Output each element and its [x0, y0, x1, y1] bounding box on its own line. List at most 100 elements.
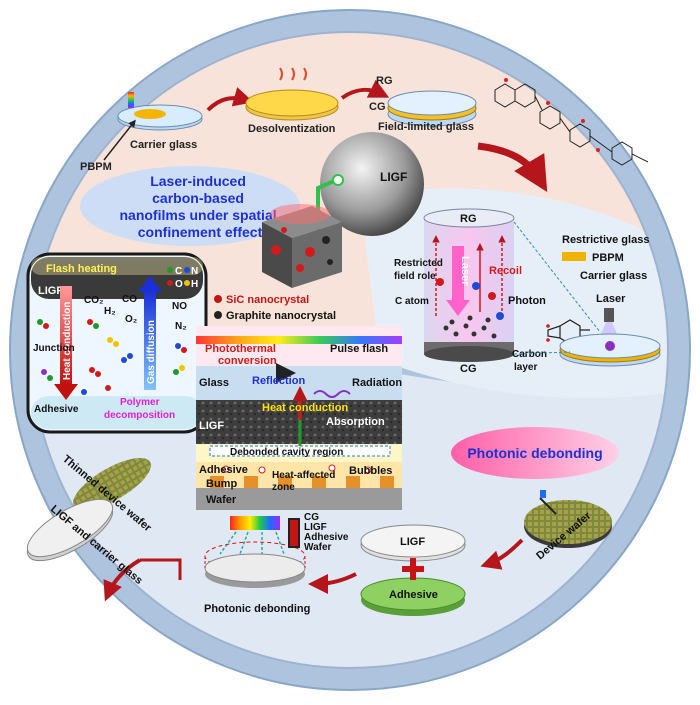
flash-heating-glow — [31, 257, 203, 275]
inset-heat-conduction: Heat conduction — [62, 302, 73, 380]
field-limited-disk — [387, 90, 477, 127]
inset-junction: Junction — [33, 343, 75, 354]
inset-h: H — [191, 279, 198, 290]
heat-affected-line-1: Heat-affected — [272, 470, 335, 481]
confinement-chamber — [423, 208, 515, 362]
inset-adhesive: Adhesive — [34, 404, 79, 415]
gas-diffusion-arrow — [144, 290, 156, 390]
sic-legend-dot — [214, 295, 222, 303]
device-wafer — [524, 490, 612, 548]
inset-adhesive-band — [31, 396, 203, 429]
chamber-rg-label: RG — [460, 213, 477, 225]
polymer-structure — [494, 78, 649, 166]
inset-n: N — [191, 266, 198, 277]
graphite-legend-label: Graphite nanocrystal — [226, 310, 336, 322]
heat-arrow-head — [54, 384, 78, 400]
heat-conduction-arrow — [60, 286, 72, 386]
title-text: Laser-induced carbon-based nanofilms und… — [119, 173, 280, 240]
stack-cg-label: CG — [304, 512, 319, 523]
photothermal-line-2: conversion — [218, 355, 277, 367]
chamber-laser-label: Laser — [459, 256, 471, 286]
debonding-rig — [204, 516, 306, 588]
title-line-4: confinement effect — [138, 224, 263, 240]
title-cloud — [80, 166, 300, 246]
gas-molecules — [37, 319, 187, 395]
laser-disk — [559, 308, 661, 367]
thinned-wafer-disk — [73, 458, 151, 510]
inset-ligf-label: LIGF — [38, 285, 63, 297]
debonded-cavity-label: Debonded cavity region — [230, 447, 343, 458]
top-pbpm-label: PBPM — [80, 161, 112, 173]
bottom-photonic-debonding: Photonic debonding — [204, 603, 310, 615]
flow-arrow-2 — [340, 79, 390, 100]
desolventized-disk — [245, 67, 339, 121]
photonic-badge-label: Photonic debonding — [467, 445, 602, 461]
right-pbpm-label: PBPM — [592, 252, 624, 264]
bump-label: Bump — [206, 478, 237, 490]
nanofilm-cube — [262, 204, 342, 288]
wafer-label: Wafer — [206, 494, 237, 506]
ligf-sphere — [320, 132, 424, 236]
inset-co2: CO₂ — [84, 295, 103, 306]
inset-h2: H₂ — [104, 306, 116, 317]
pbpm-pointer-arrow — [103, 119, 136, 161]
flow-arrow-3 — [477, 142, 548, 193]
flow-arrow-1 — [206, 87, 254, 112]
inset-c: C — [175, 266, 182, 277]
carrier-glass-final-disk — [26, 498, 114, 562]
top-carrier-glass-label: Carrier glass — [130, 139, 197, 151]
pulse-flash-label: Pulse flash — [330, 343, 388, 355]
right-carrier-glass-label: Carrier glass — [580, 270, 647, 282]
stack-adhesive-label: Adhesive — [304, 532, 349, 543]
right-laser-label: Laser — [596, 293, 626, 305]
center-heat-conduction: Heat conduction — [262, 402, 348, 414]
stack-ligf-label: LIGF — [304, 522, 327, 533]
title-line-3: nanofilms under spatial — [119, 207, 276, 223]
carbon-line-1: Carbon — [512, 349, 547, 360]
restricted-line-1: Restricted — [394, 258, 443, 269]
top-rg-label: RG — [376, 75, 393, 87]
carrier-glass-disk — [117, 92, 203, 131]
connector-node — [332, 174, 344, 186]
reflection-label: Reflection — [252, 375, 305, 387]
inset-o2: O₂ — [125, 314, 137, 325]
legend-dot-n — [184, 267, 190, 273]
bottom-ligf-label: LIGF — [400, 536, 425, 548]
legend-dot-c — [167, 267, 173, 273]
photonic-badge — [451, 427, 619, 479]
desolventization-label: Desolventization — [248, 123, 336, 135]
cross-section — [196, 326, 402, 510]
ligf-sphere-label: LIGF — [380, 170, 407, 184]
gas-arrow-head — [138, 276, 162, 292]
bottom-adhesive-label: Adhesive — [389, 589, 438, 601]
zoom-line-2 — [513, 351, 571, 355]
inset-n2: N₂ — [175, 321, 187, 332]
title-line-2: carbon-based — [152, 190, 244, 206]
graphite-legend-dot — [214, 311, 222, 319]
flow-arrow-6 — [140, 558, 182, 580]
bubbles-label: Bubbles — [349, 465, 392, 477]
top-cg-label: CG — [369, 101, 386, 113]
chamber-cg-label: CG — [460, 363, 477, 375]
inset-co: CO — [122, 294, 137, 305]
restricted-line-2: field role — [394, 271, 436, 282]
absorption-label: Absorption — [326, 416, 385, 428]
photon-label: Photon — [508, 295, 546, 307]
field-limited-glass-label: Field-limited glass — [378, 121, 474, 133]
ligf-adhesive-disks — [360, 524, 466, 616]
heat-affected-line-2: zone — [272, 482, 295, 493]
c-atom-label: C atom — [395, 296, 429, 307]
inset-o: O — [175, 279, 183, 290]
inset-polymer: Polymer — [120, 397, 160, 408]
legend-dot-o — [167, 280, 173, 286]
photothermal-line-1: Photothermal — [205, 343, 276, 355]
recoil-label: Recoil — [489, 265, 522, 277]
inset-gas-diffusion: Gas diffusion — [146, 320, 157, 384]
radiation-label: Radiation — [352, 377, 402, 389]
restrictive-glass-label: Restrictive glass — [562, 234, 649, 246]
flow-arrow-4 — [480, 538, 524, 570]
carbon-line-2: layer — [514, 362, 537, 373]
center-adhesive-label: Adhesive — [199, 464, 248, 476]
flash-heating-label: Flash heating — [46, 263, 117, 275]
